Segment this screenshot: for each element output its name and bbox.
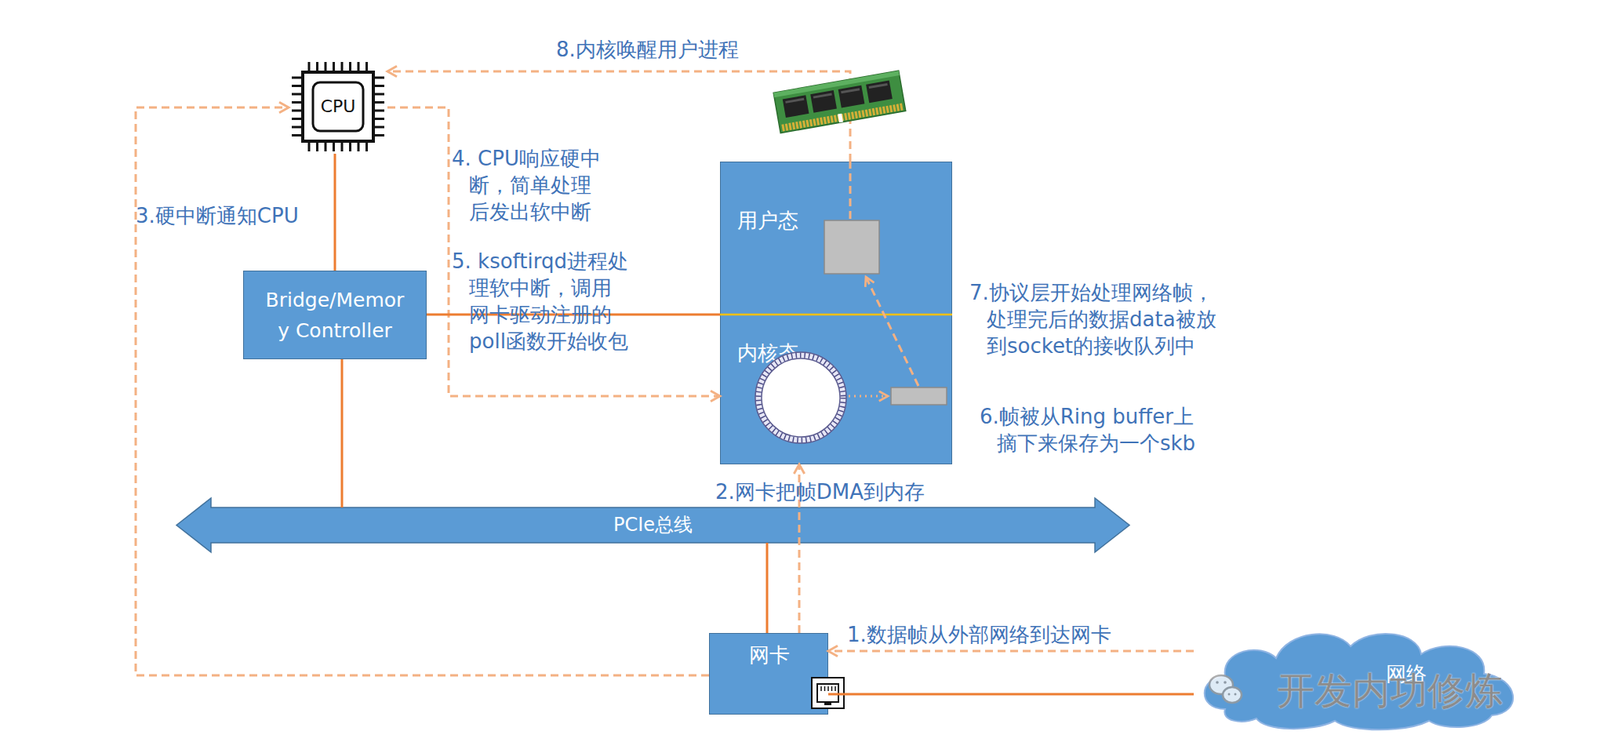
cpu-chip: CPU (288, 59, 388, 154)
nic-box: 网卡 (709, 632, 829, 715)
step-label: 3.硬中断通知CPU (135, 202, 299, 230)
dequeue-arrow (848, 395, 888, 398)
step-label: 5. ksoftirqd进程处 理软中断，调用 网卡驱动注册的 poll函数开始… (451, 247, 648, 355)
region-label: 用户态 (737, 207, 799, 234)
protocol-arrow (865, 276, 919, 386)
bus-wire (828, 693, 1194, 696)
bus-wire (334, 153, 337, 271)
skb-block (890, 387, 947, 405)
step-label: 1.数据帧从外部网络到达网卡 (847, 621, 1112, 648)
step-label: 2.网卡把帧DMA到内存 (715, 478, 925, 506)
watermark: 开发内功修炼 (1276, 668, 1503, 713)
flow-arrow (828, 650, 1194, 653)
flow-arrow (387, 107, 720, 397)
box-label: Bridge/Memor y Controller (261, 284, 409, 346)
step-label: 7.协议层开始处理网络帧， 处理完后的数据data被放 到socket的接收队列… (969, 279, 1229, 360)
bus-arrow: PCIe总线 (175, 507, 1131, 543)
user-kernel-divider (720, 313, 953, 317)
box-label: 网卡 (709, 641, 830, 669)
chip-label: CPU (288, 90, 388, 123)
wakeup-wire (849, 161, 852, 219)
memory-stick (773, 70, 906, 133)
step-label: 8.内核唤醒用户进程 (556, 36, 739, 63)
controller-box: Bridge/Memor y Controller (243, 270, 427, 360)
bus-wire (766, 542, 769, 633)
user-buffer (824, 220, 880, 274)
wechat-icon (1209, 675, 1242, 703)
bus-wire (341, 359, 344, 508)
step-label: 4. CPU响应硬中 断，简单处理 后发出软中断 (451, 145, 640, 226)
flow-arrow (135, 107, 710, 676)
bus-label: PCIe总线 (175, 507, 1131, 543)
ring-buffer (755, 352, 847, 444)
step-label: 6.帧被从Ring buffer上 摘下来保存为一个skb (979, 403, 1215, 457)
